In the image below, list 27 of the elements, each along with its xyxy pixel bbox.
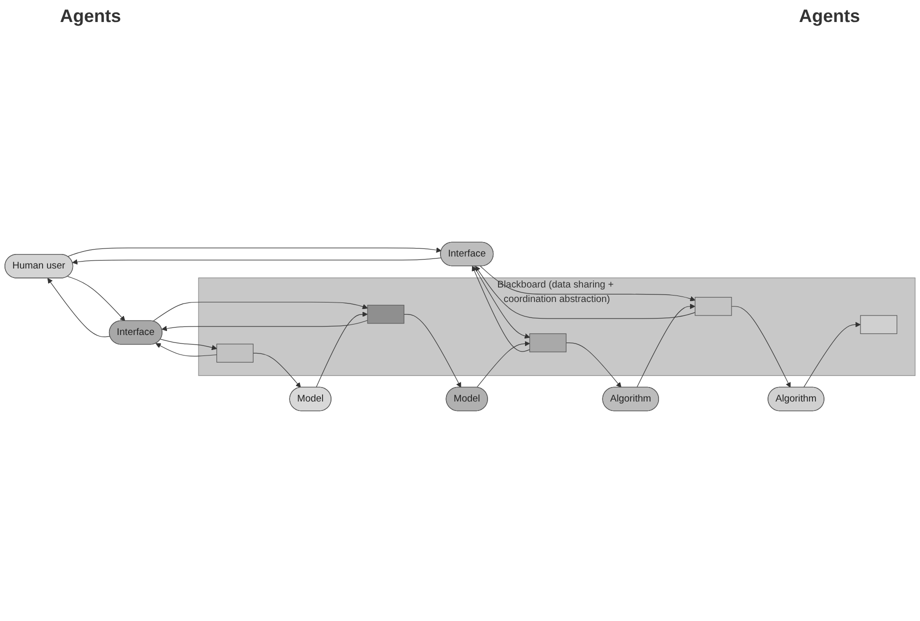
arrow [474,266,530,339]
arrow [803,322,861,388]
arrow [72,258,442,265]
arrow [162,320,368,332]
arrow [67,276,126,322]
arrow [156,343,218,356]
node-box [529,333,566,352]
arrow [476,341,530,388]
arrow [152,302,368,322]
arrow [67,247,442,257]
arrow [636,304,696,388]
arrow [160,338,217,350]
arrow [316,312,368,388]
node-box [216,344,254,363]
node-box [694,296,732,316]
arrow [404,314,462,388]
arrow [475,266,696,319]
arrow [252,352,301,388]
arrow [472,266,530,352]
node-box [860,315,898,334]
column-heading: Agents [798,6,860,27]
arrow [566,342,622,388]
arrow [480,266,696,302]
arrow [731,306,791,388]
arrow [47,278,110,338]
node-box [367,304,404,324]
column-heading: Agents [60,6,122,27]
